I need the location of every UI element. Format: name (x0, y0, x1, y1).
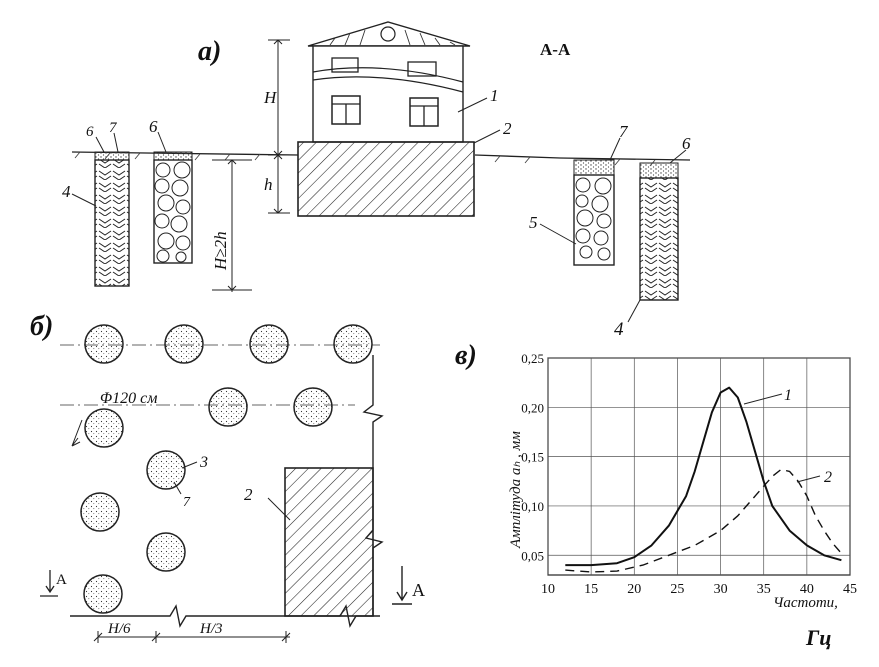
pile (146, 450, 186, 490)
chart-series (565, 386, 842, 573)
pile (80, 492, 120, 532)
dim-left-label: H/6 (107, 621, 131, 637)
pile (84, 324, 124, 364)
y-tick-label: 0,05 (521, 548, 544, 563)
y-tick-label: 0,10 (521, 499, 544, 514)
diameter-label: Φ120 см (100, 390, 158, 407)
callout-trench-5: 5 (529, 213, 538, 232)
pile (84, 408, 124, 448)
piles (80, 324, 373, 614)
height-dimension (268, 39, 290, 214)
section-mark-right: А (412, 580, 425, 600)
wall-right (639, 177, 679, 301)
callout-wall-left-4: 4 (62, 182, 71, 201)
house (307, 21, 471, 143)
depth-label: H≥2h (211, 231, 230, 271)
height-label-h: h (264, 175, 273, 194)
pile (146, 532, 186, 572)
callout-foundation: 2 (503, 119, 512, 138)
depth-dimension (212, 159, 252, 292)
section-label: А-А (540, 40, 571, 59)
series-leaders (743, 393, 821, 483)
y-tick-label: 0,20 (521, 400, 544, 415)
pile-label: 3 (199, 454, 208, 471)
x-tick-label: 15 (584, 582, 598, 597)
pile (249, 324, 289, 364)
x-tick-label: 35 (757, 582, 771, 597)
x-tick-label: 30 (714, 582, 728, 597)
y-tick-label: 0,15 (521, 450, 544, 465)
callout-trench-6: 6 (149, 117, 158, 136)
chart-ticks: 10 15 20 25 30 35 40 45 0,05 0,10 0,15 0,20 0,25 (521, 351, 857, 597)
x-tick-label: 10 (541, 582, 555, 597)
section-mark-right-arrow (392, 566, 412, 605)
diameter-arrow (71, 419, 83, 447)
callout-right-6: 6 (682, 134, 691, 153)
callout-right-7: 7 (619, 122, 629, 141)
panel-b-plan: б) Φ120 см 3 7 2 А (30, 311, 425, 643)
trench-left (153, 151, 193, 264)
pile (164, 324, 204, 364)
x-tick-label: 40 (800, 582, 814, 597)
pile (333, 324, 373, 364)
chart-xlabel: Частоти, (773, 595, 838, 611)
pile (208, 387, 248, 427)
fill-label: 7 (183, 495, 191, 510)
callout-wall-right-4: 4 (614, 319, 624, 340)
callout-left-6: 6 (86, 124, 94, 140)
section-mark-left-arrow (40, 570, 58, 597)
chart-ylabel: Амплітуда aₕ , мм (508, 431, 524, 549)
cover-left (94, 151, 130, 161)
callout-left-7: 7 (109, 120, 118, 136)
panel-c-letter: в) (455, 340, 477, 371)
cover-right (639, 162, 679, 179)
wall-left (94, 159, 130, 287)
foundation-block (297, 141, 475, 217)
panel-a-leaders (71, 97, 687, 323)
panel-a-letter: а) (198, 36, 221, 67)
bottom-dimension (93, 631, 291, 643)
chart-xlabel-unit: Гц (805, 625, 832, 650)
series-label-2: 2 (824, 469, 832, 486)
panel-b-leaders (173, 461, 291, 521)
x-tick-label: 25 (670, 582, 684, 597)
trench-right (573, 159, 615, 266)
foundation-label: 2 (244, 485, 253, 504)
x-tick-label: 45 (843, 582, 857, 597)
panel-a-section: а) А-А H h (62, 21, 691, 340)
series-2-line (565, 468, 842, 573)
callout-house: 1 (490, 86, 499, 105)
section-mark-left: А (56, 572, 67, 588)
series-label-1: 1 (784, 387, 792, 404)
height-label-H: H (263, 88, 278, 107)
chart-grid (547, 357, 851, 576)
dim-right-label: H/3 (199, 621, 223, 637)
panel-b-letter: б) (30, 311, 53, 342)
y-tick-label: 0,25 (521, 351, 544, 366)
x-tick-label: 20 (627, 582, 641, 597)
pile (293, 387, 333, 427)
series-1-line (565, 386, 842, 567)
foundation-plan (284, 467, 374, 617)
pile (83, 574, 123, 614)
